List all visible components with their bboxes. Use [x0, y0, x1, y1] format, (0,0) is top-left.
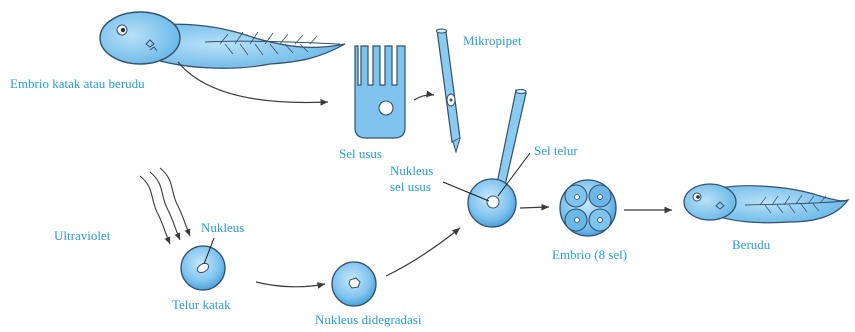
uv-rays-icon [140, 168, 190, 244]
arrow-egg-to-embryo [520, 207, 549, 208]
label-intestine-nucleus-line2: sel usus [390, 179, 431, 194]
label-micropipette: Mikropipet [463, 33, 522, 48]
label-egg-cell: Sel telur [534, 143, 578, 158]
micropipette-icon [437, 29, 461, 152]
injecting-pipette-icon [496, 90, 526, 191]
label-degraded-nucleus: Nukleus didegradasi [315, 312, 422, 327]
label-intestine-nucleus-line1: Nukleus [390, 163, 433, 178]
frog-egg-icon [181, 246, 225, 290]
label-source-tadpole: Embrio katak atau berudu [10, 76, 145, 91]
arrow-tadpole-to-cell [178, 62, 328, 103]
intestine-cell-icon [355, 46, 405, 138]
label-intestine-cell: Sel usus [339, 146, 382, 161]
label-result-tadpole: Berudu [732, 237, 770, 252]
label-embryo-8-cell: Embrio (8 sel) [552, 247, 627, 262]
source-tadpole-icon [100, 12, 345, 68]
arrow-degraded-to-recipient [386, 228, 460, 276]
degraded-nucleus-egg-icon [332, 262, 376, 306]
result-tadpole-icon [684, 184, 848, 223]
label-ultraviolet: Ultraviolet [54, 228, 110, 243]
recipient-egg-cell-icon [468, 179, 516, 227]
arrow-cell-to-pipette [414, 95, 434, 100]
label-nucleus: Nukleus [201, 220, 244, 235]
label-frog-egg: Telur katak [172, 297, 231, 312]
arrow-egg-to-degraded [256, 282, 325, 287]
embryo-8-cell-icon [560, 180, 616, 236]
